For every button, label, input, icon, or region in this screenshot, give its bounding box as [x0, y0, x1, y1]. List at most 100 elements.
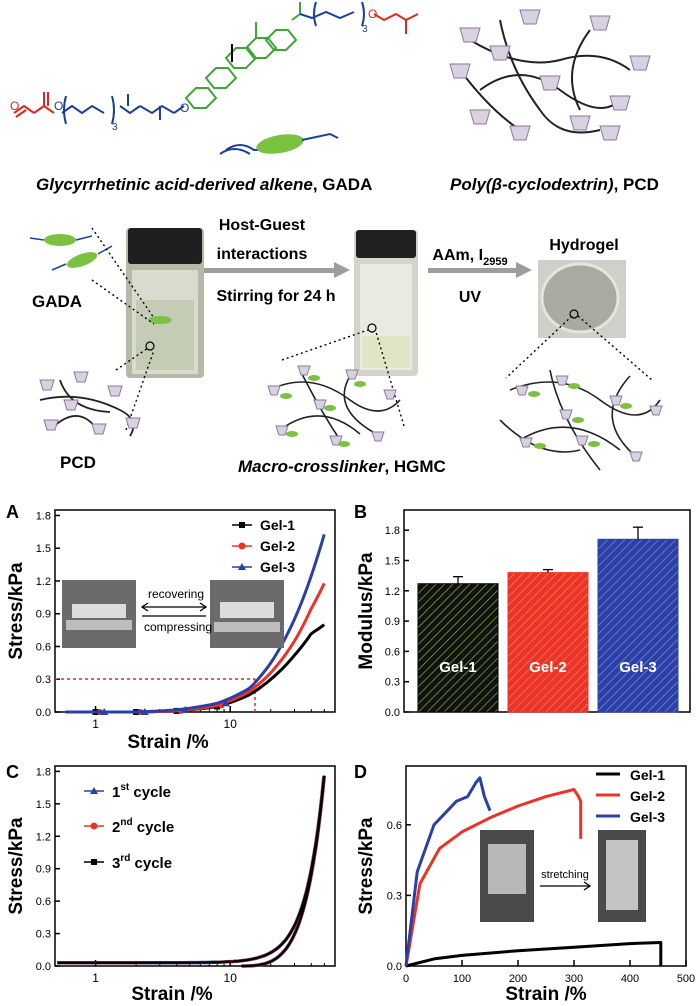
- series-c-cycle-3-unloading: [241, 775, 326, 968]
- inset-stretching-label: stretching: [541, 869, 589, 881]
- panel-c-ylabel: Stress/kPa: [6, 817, 27, 915]
- chem-sub-3a: 3: [112, 122, 118, 133]
- b-ytick-label: 0.6: [385, 646, 400, 658]
- panel-d-letter: D: [354, 762, 367, 782]
- zoom-circle-2: [367, 323, 377, 333]
- gada-cartoon-icon: [29, 234, 113, 271]
- hydrogel-cups: [515, 375, 663, 462]
- a-ytick-label: 0.0: [36, 707, 51, 719]
- b-ytick-label: 0.0: [385, 707, 400, 719]
- legend-d-gel3: Gel-3: [630, 809, 665, 825]
- point-a-gel3: [140, 708, 149, 715]
- c-ytick-label: 0.6: [36, 896, 51, 908]
- reaction-arrow-2: [428, 262, 532, 278]
- panel-a-inset-photo-1: [62, 580, 136, 648]
- legend-d-gel1: Gel-1: [630, 767, 665, 783]
- scheme-top: O O 3 O 3 O Glycyrrhetinic acid-derived …: [10, 1, 659, 194]
- panel-b-letter: B: [354, 502, 367, 522]
- zoom-circle-3: [569, 309, 579, 319]
- arrow2-text-2: UV: [459, 289, 482, 306]
- d-xtick-label: 500: [677, 973, 695, 985]
- panel-d-frame: [405, 765, 687, 967]
- guest-molecule-icon: [219, 132, 339, 155]
- a-ytick-label: 1.2: [36, 576, 51, 588]
- series-d-gel-3: [404, 776, 492, 967]
- b-ytick-label: 1.5: [385, 556, 400, 568]
- c-ytick-label: 1.5: [36, 799, 51, 811]
- d-xtick-label: 300: [565, 973, 583, 985]
- legend-d-gel2: Gel-2: [630, 788, 665, 804]
- inset-stretch-arrow-head: [583, 881, 592, 891]
- arrow1-text-2: interactions: [217, 246, 308, 263]
- panel-a-ylabel: Stress/kPa: [6, 562, 27, 660]
- point-a-gel2: [218, 702, 225, 709]
- legend-c-1: 1st cycle: [112, 782, 171, 801]
- panel-d-ylabel: Stress/kPa: [356, 817, 377, 915]
- chem-sub-3b: 3: [362, 24, 368, 35]
- bar-label-gel-2: Gel-2: [529, 659, 567, 676]
- d-xtick-label: 100: [453, 973, 471, 985]
- a-ytick-label: 0.9: [36, 609, 51, 621]
- chem-o-4: O: [368, 7, 377, 21]
- zoom-lines-1: [91, 227, 155, 431]
- cyclodextrin-cups: [449, 9, 651, 141]
- series-d-gel-2: [404, 788, 583, 967]
- d-ytick-label: 0.6: [387, 820, 402, 832]
- inset-recovering-label: recovering: [148, 587, 204, 601]
- gada-structure: [13, 1, 419, 125]
- legend-c-3: 3rd cycle: [112, 853, 172, 872]
- hydrogel-guests: [528, 383, 632, 449]
- b-ytick-label: 0.3: [385, 677, 400, 689]
- hydrogel-label: Hydrogel: [549, 237, 618, 254]
- b-ytick-label: 0.9: [385, 616, 400, 628]
- chem-o-3: O: [180, 101, 189, 115]
- inset-arrow-top-head-r: [199, 602, 208, 612]
- c-ytick-label: 0.9: [36, 864, 51, 876]
- b-ytick-label: 1.2: [385, 586, 400, 598]
- point-a-gel3: [100, 708, 109, 715]
- a-xtick-label: 10: [224, 717, 238, 731]
- panel-d-xlabel: Strain /%: [505, 984, 586, 1005]
- c-ytick-label: 1.2: [36, 831, 51, 843]
- panel-d-legend: Gel-1 Gel-2 Gel-3: [596, 767, 665, 825]
- chem-o-2: O: [54, 99, 63, 113]
- zoom-lines-3: [505, 315, 653, 381]
- panel-c-legend: 1st cycle 2nd cycle 3rd cycle: [84, 782, 174, 872]
- inset-arrow-top-head-l: [140, 602, 149, 612]
- panel-d-inset-photo-1: [480, 830, 534, 922]
- a-xtick-label: 1: [92, 717, 99, 731]
- bar-label-gel-3: Gel-3: [619, 659, 657, 676]
- series-c-cycle-3-loading: [57, 776, 326, 964]
- panel-c-frame: [54, 765, 336, 967]
- panel-a-legend: Gel-1 Gel-2 Gel-3: [232, 517, 295, 575]
- bar-gel-1: [417, 583, 499, 713]
- panel-d-inset-photo-2: [598, 830, 646, 922]
- series-c-cycle-2-loading: [57, 776, 326, 965]
- panel-c-letter: C: [6, 762, 19, 782]
- scheme-middle: GADA PCD Host-Guest interactions Stirrin…: [29, 217, 663, 476]
- legend-a-gel2: Gel-2: [260, 538, 295, 554]
- point-a-gel3: [181, 705, 190, 713]
- c-xtick-label: 10: [224, 971, 238, 985]
- d-xtick-label: 400: [621, 973, 639, 985]
- arrow2-text-1: AAm, I2959: [432, 247, 507, 268]
- legend-c-2: 2nd cycle: [112, 817, 174, 836]
- hgmc-cartoon-icon: [269, 369, 401, 441]
- b-ytick-label: 1.8: [385, 525, 400, 537]
- c-ytick-label: 1.8: [36, 766, 51, 778]
- vial-2-photo: [354, 230, 418, 376]
- c-ytick-label: 0.3: [36, 929, 51, 941]
- pcd-label: PCD: [60, 453, 96, 472]
- panel-b-ylabel: Modulus/kPa: [356, 552, 377, 670]
- a-ytick-label: 0.3: [36, 674, 51, 686]
- hydrogel-photo: [538, 260, 626, 338]
- a-ytick-label: 0.6: [36, 641, 51, 653]
- series-c-cycle-1-loading: [57, 776, 326, 965]
- hgmc-caption: Macro-crosslinker, HGMC: [238, 457, 446, 476]
- zoom-lines-2: [281, 329, 405, 427]
- c-ytick-label: 0.0: [36, 961, 51, 973]
